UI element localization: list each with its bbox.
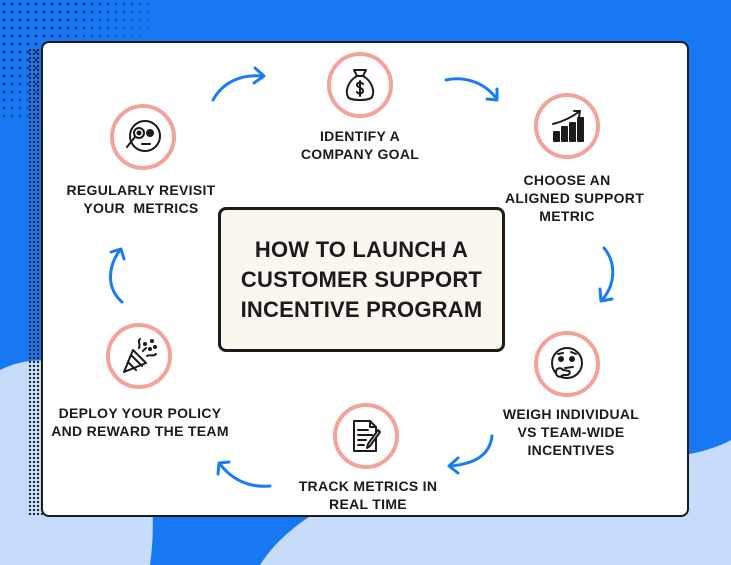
step-3-label: WEIGH INDIVIDUAL VS TEAM-WIDE INCENTIVES [502,406,640,458]
arrow-step6-to-step1 [211,66,266,102]
arrow-step3-to-step4 [447,434,494,475]
step-4-label: TRACK METRICS IN REAL TIME [298,478,438,512]
thinking-face-icon [551,347,583,379]
step-2-label: CHOOSE AN ALIGNED SUPPORT METRIC [505,172,645,224]
step-5-icon-circle [106,323,172,389]
money-bag-icon [345,69,375,101]
arrow-step2-to-step3 [598,246,615,303]
arrow-step4-to-step5 [216,460,272,488]
center-title-box: HOW TO LAUNCH A CUSTOMER SUPPORT INCENTI… [218,207,505,352]
step-1-label: IDENTIFY A COMPANY GOAL [300,128,420,162]
step-3-icon-circle [534,331,600,397]
face-magnifier-icon [126,120,161,152]
bar-chart-growth-icon [552,110,584,142]
arrow-step1-to-step2 [444,77,499,102]
step-1-icon-circle [327,52,393,118]
step-6-label: REGULARLY REVISIT YOUR METRICS [66,182,216,216]
step-5-label: DEPLOY YOUR POLICY AND REWARD THE TEAM [51,405,229,439]
step-4-icon-circle [333,403,399,469]
party-popper-icon [123,338,157,373]
step-2-icon-circle [534,93,600,159]
arrow-step5-to-step6 [109,247,126,304]
center-title: HOW TO LAUNCH A CUSTOMER SUPPORT INCENTI… [240,236,483,322]
document-pen-icon [353,420,381,452]
step-6-icon-circle [110,104,176,170]
